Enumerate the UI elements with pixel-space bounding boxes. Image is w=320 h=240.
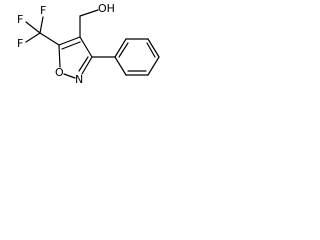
bond-o-c5	[58, 44, 61, 68]
bond-cf3-c5	[39, 32, 60, 46]
trifluoromethyl-group	[25, 16, 60, 46]
phenyl-ring	[91, 38, 160, 76]
bond-c5-c4	[58, 36, 81, 46]
phenyl-bond-4	[147, 56, 160, 76]
bond-cf3-f1	[25, 21, 41, 34]
fluorine-label-3: F	[17, 37, 23, 50]
bond-n-o	[63, 73, 76, 79]
phenyl-double-2	[146, 42, 156, 58]
isoxazole-ring	[58, 36, 93, 79]
chemical-structure: F F F O N OH	[17, 2, 160, 86]
hydroxyl-label: OH	[98, 2, 115, 15]
bond-c4-c3	[79, 36, 93, 58]
phenyl-bond-1	[114, 38, 127, 58]
fluorine-label-1: F	[17, 13, 23, 26]
bond-c3-n-double	[78, 56, 89, 72]
ring-oxygen-label: O	[55, 66, 64, 79]
phenyl-bond-6	[114, 56, 127, 76]
bond-c5-c4-double	[61, 41, 81, 50]
bond-c3-n	[81, 56, 93, 75]
fluorine-label-2: F	[40, 4, 46, 17]
ring-nitrogen-label: N	[75, 73, 83, 86]
phenyl-double-1	[118, 42, 129, 58]
bond-cf3-f2	[39, 16, 44, 34]
atom-labels: F F F O N OH	[17, 2, 115, 86]
hydroxymethyl-group	[79, 9, 99, 38]
phenyl-bond-3	[147, 38, 160, 58]
bond-cf3-f3	[25, 32, 41, 43]
bond-ch2-oh	[79, 9, 99, 17]
